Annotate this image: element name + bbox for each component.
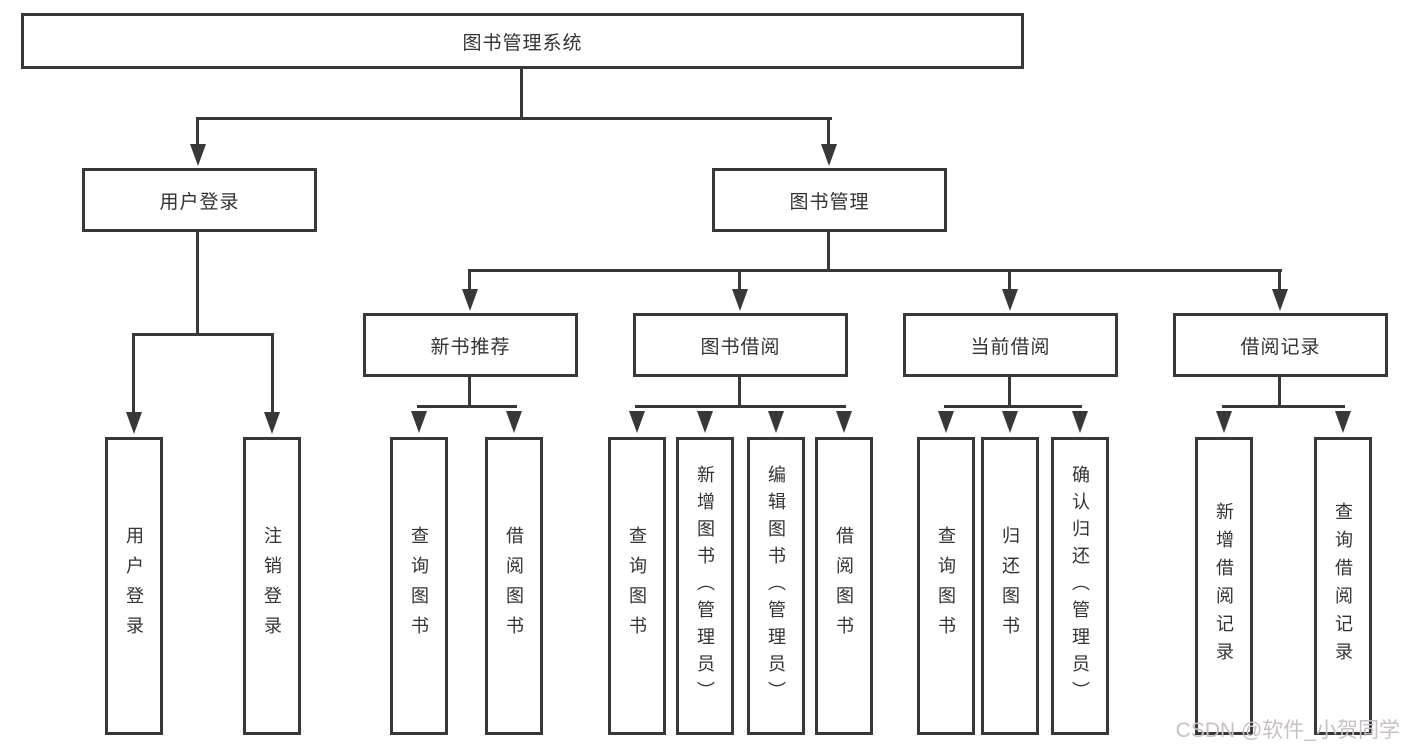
arrow-down-icon [126,412,142,434]
connector-line [635,405,846,408]
arrow-down-icon [768,411,784,433]
arrow-down-icon [506,411,522,433]
connector-line [468,269,471,293]
leaf-logout: 注销登录 [243,437,301,735]
arrow-down-icon [836,411,852,433]
leaf-query-books: 查询图书 [390,437,448,735]
connector-line [196,232,199,336]
arrow-down-icon [264,412,280,434]
connector-line [132,333,274,336]
connector-line [196,117,832,120]
arrow-down-icon [1002,411,1018,433]
arrow-down-icon [1335,411,1351,433]
leaf-borrow-books: 借阅图书 [485,437,543,735]
connector-line [468,269,1282,272]
leaf-edit-book-admin: 编辑图书（管理员） [747,437,805,735]
connector-line [827,232,830,272]
connector-line [1008,269,1011,293]
connector-line [944,405,1082,408]
node-book-borrowing: 图书借阅 [633,313,848,377]
connector-line [1278,269,1281,293]
connector-line [738,269,741,293]
leaf-confirm-return-admin: 确认归还（管理员） [1051,437,1109,735]
node-library-management-system: 图书管理系统 [21,13,1024,69]
node-user-login: 用户登录 [82,168,317,232]
arrow-down-icon [462,289,478,311]
connector-line [827,117,830,147]
connector-line [1008,377,1011,408]
watermark-csdn: CSDN @软件_小贺同学 [1175,719,1400,742]
arrow-down-icon [190,144,206,166]
leaf-user-login: 用户登录 [105,437,163,735]
arrow-down-icon [1272,289,1288,311]
node-book-management: 图书管理 [712,168,947,232]
connector-line [132,333,135,415]
leaf-query-books: 查询图书 [608,437,666,735]
leaf-return-books: 归还图书 [981,437,1039,735]
leaf-add-book-admin: 新增图书（管理员） [676,437,734,735]
connector-line [196,117,199,147]
connector-line [520,68,523,120]
arrow-down-icon [1216,411,1232,433]
arrow-down-icon [697,411,713,433]
connector-line [1278,377,1281,408]
connector-line [738,377,741,408]
arrow-down-icon [1072,411,1088,433]
node-new-book-recommendation: 新书推荐 [363,313,578,377]
arrow-down-icon [821,144,837,166]
connector-line [1222,405,1345,408]
node-current-borrowing: 当前借阅 [903,313,1118,377]
arrow-down-icon [1002,289,1018,311]
connector-line [468,377,471,408]
leaf-add-borrow-record: 新增借阅记录 [1195,437,1253,735]
arrow-down-icon [629,411,645,433]
arrow-down-icon [732,289,748,311]
arrow-down-icon [411,411,427,433]
connector-line [271,333,274,415]
leaf-query-books: 查询图书 [917,437,975,735]
node-borrowing-records: 借阅记录 [1173,313,1388,377]
leaf-borrow-books: 借阅图书 [815,437,873,735]
connector-line [417,405,517,408]
leaf-query-borrow-record: 查询借阅记录 [1314,437,1372,735]
arrow-down-icon [938,411,954,433]
